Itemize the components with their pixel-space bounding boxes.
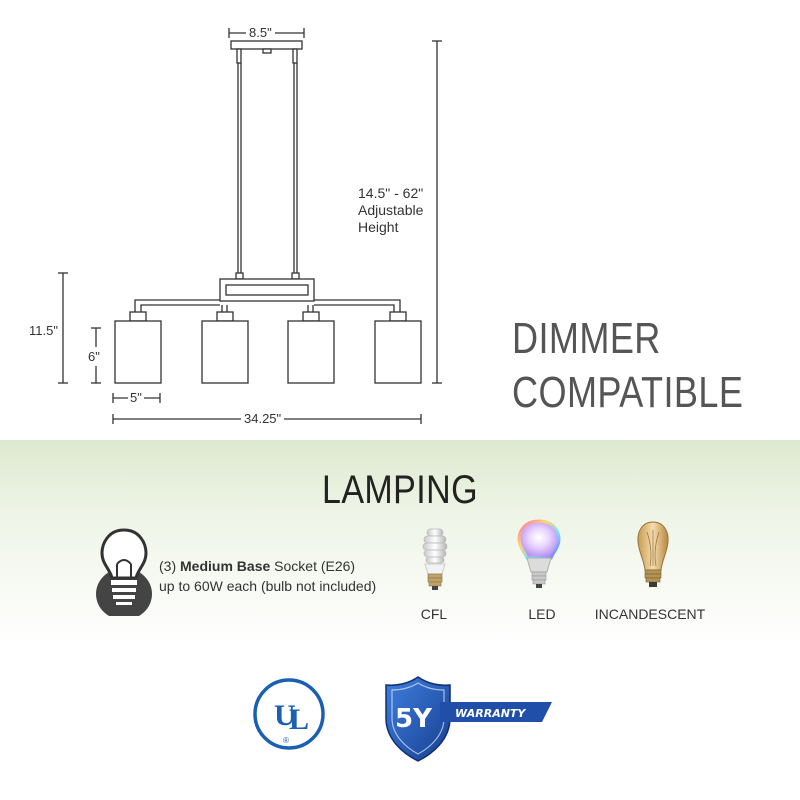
ul-registered-mark: ® <box>283 736 289 745</box>
warranty-years: 5Y <box>395 704 433 734</box>
warranty-text: WARRANTY <box>455 707 526 720</box>
shade-3 <box>287 320 335 384</box>
fixture-dimension-diagram <box>58 28 442 424</box>
dimmer-line1: DIMMER <box>512 314 661 363</box>
warranty-badge: 5Y WARRANTY <box>385 676 552 762</box>
ul-certification-badge: U L ® <box>253 678 325 750</box>
lamping-title: LAMPING <box>321 468 479 512</box>
shade-1 <box>114 320 162 384</box>
adjustable-height-label: 14.5" - 62" Adjustable Height <box>358 185 423 236</box>
wattage-info: up to 60W each (bulb not included) <box>159 578 377 594</box>
shade-2 <box>201 320 249 384</box>
bulb-label-led: LED <box>528 606 556 622</box>
bulb-label-cfl: CFL <box>420 606 448 622</box>
adjustable-height-word1: Adjustable <box>358 202 424 218</box>
total-height-label: 11.5" <box>29 321 58 340</box>
canopy <box>230 40 303 50</box>
adjustable-height-word2: Height <box>358 219 399 235</box>
bulb-label-incandescent: INCANDESCENT <box>594 606 706 622</box>
adjustable-height-range: 14.5" - 62" <box>358 185 424 201</box>
shade-height-label: 6" <box>88 347 100 366</box>
cfl-bulb-icon <box>422 528 448 590</box>
shade-4 <box>374 320 422 384</box>
socket-info: (3) Medium Base Socket (E26) up to 60W e… <box>159 556 376 596</box>
socket-type: Socket (E26) <box>274 558 356 574</box>
bulb-outline-icon <box>96 528 152 616</box>
ul-letter-l: L <box>289 703 309 736</box>
total-width-label: 34.25" <box>241 411 285 426</box>
led-bulb-icon <box>517 519 561 588</box>
socket-base: Medium Base <box>180 558 271 574</box>
dimmer-line2: COMPATIBLE <box>512 368 744 417</box>
shade-width-label: 5" <box>128 390 144 405</box>
socket-count: (3) <box>159 558 177 574</box>
ul-letter-u: U <box>274 699 296 732</box>
outer-arms <box>134 299 401 312</box>
dimmer-compatible-heading: DIMMER COMPATIBLE <box>512 312 743 420</box>
canopy-width-label: 8.5" <box>246 25 275 40</box>
incandescent-bulb-icon <box>637 521 669 587</box>
